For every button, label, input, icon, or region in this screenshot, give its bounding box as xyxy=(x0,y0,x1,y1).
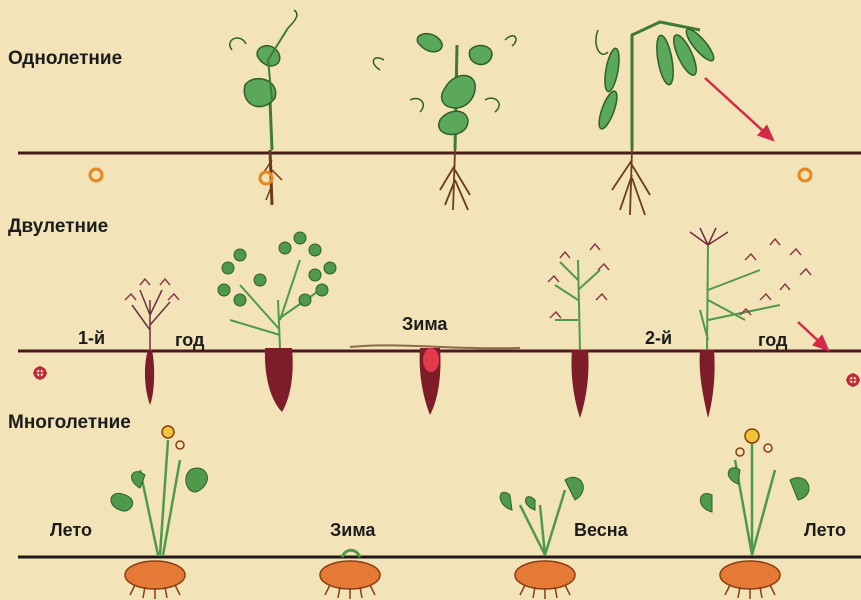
pea-young-plant xyxy=(373,34,516,210)
carrot-spring-plant xyxy=(548,244,609,418)
carrot-winter-root xyxy=(350,345,520,415)
biennial-arrow-icon xyxy=(798,322,828,350)
perennial-summer2-label: Лето xyxy=(804,520,846,541)
year1-prefix-label: 1-й xyxy=(78,328,105,349)
perennial-label: Многолетние xyxy=(8,412,131,434)
perennial-spring-label: Весна xyxy=(574,520,628,541)
carrot-seed-icon xyxy=(846,373,860,387)
year2-suffix-label: год xyxy=(758,330,787,351)
pea-seed-icon xyxy=(799,169,811,181)
perennial-winter-label: Зима xyxy=(330,520,375,541)
biennial-winter-label: Зима xyxy=(402,314,447,335)
year2-prefix-label: 2-й xyxy=(645,328,672,349)
perennial-summer-plant-left xyxy=(111,426,207,599)
year1-suffix-label: год xyxy=(175,330,204,351)
annual-arrow-icon xyxy=(705,78,773,140)
perennial-row xyxy=(111,426,809,599)
perennial-spring-plant xyxy=(500,477,583,599)
carrot-young-plant xyxy=(125,279,179,405)
biennial-label: Двулетние xyxy=(8,216,108,238)
pea-seed-icon xyxy=(90,169,102,181)
annual-label: Однолетние xyxy=(8,48,122,70)
carrot-flowering-plant xyxy=(690,228,828,418)
perennial-summer-plant-right xyxy=(700,429,809,599)
annual-row xyxy=(90,10,811,215)
pea-seedling-plant xyxy=(230,10,297,205)
perennial-summer1-label: Лето xyxy=(50,520,92,541)
carrot-seed-icon xyxy=(33,366,47,380)
pea-mature-plant xyxy=(596,22,718,215)
carrot-grown-plant xyxy=(218,232,336,412)
